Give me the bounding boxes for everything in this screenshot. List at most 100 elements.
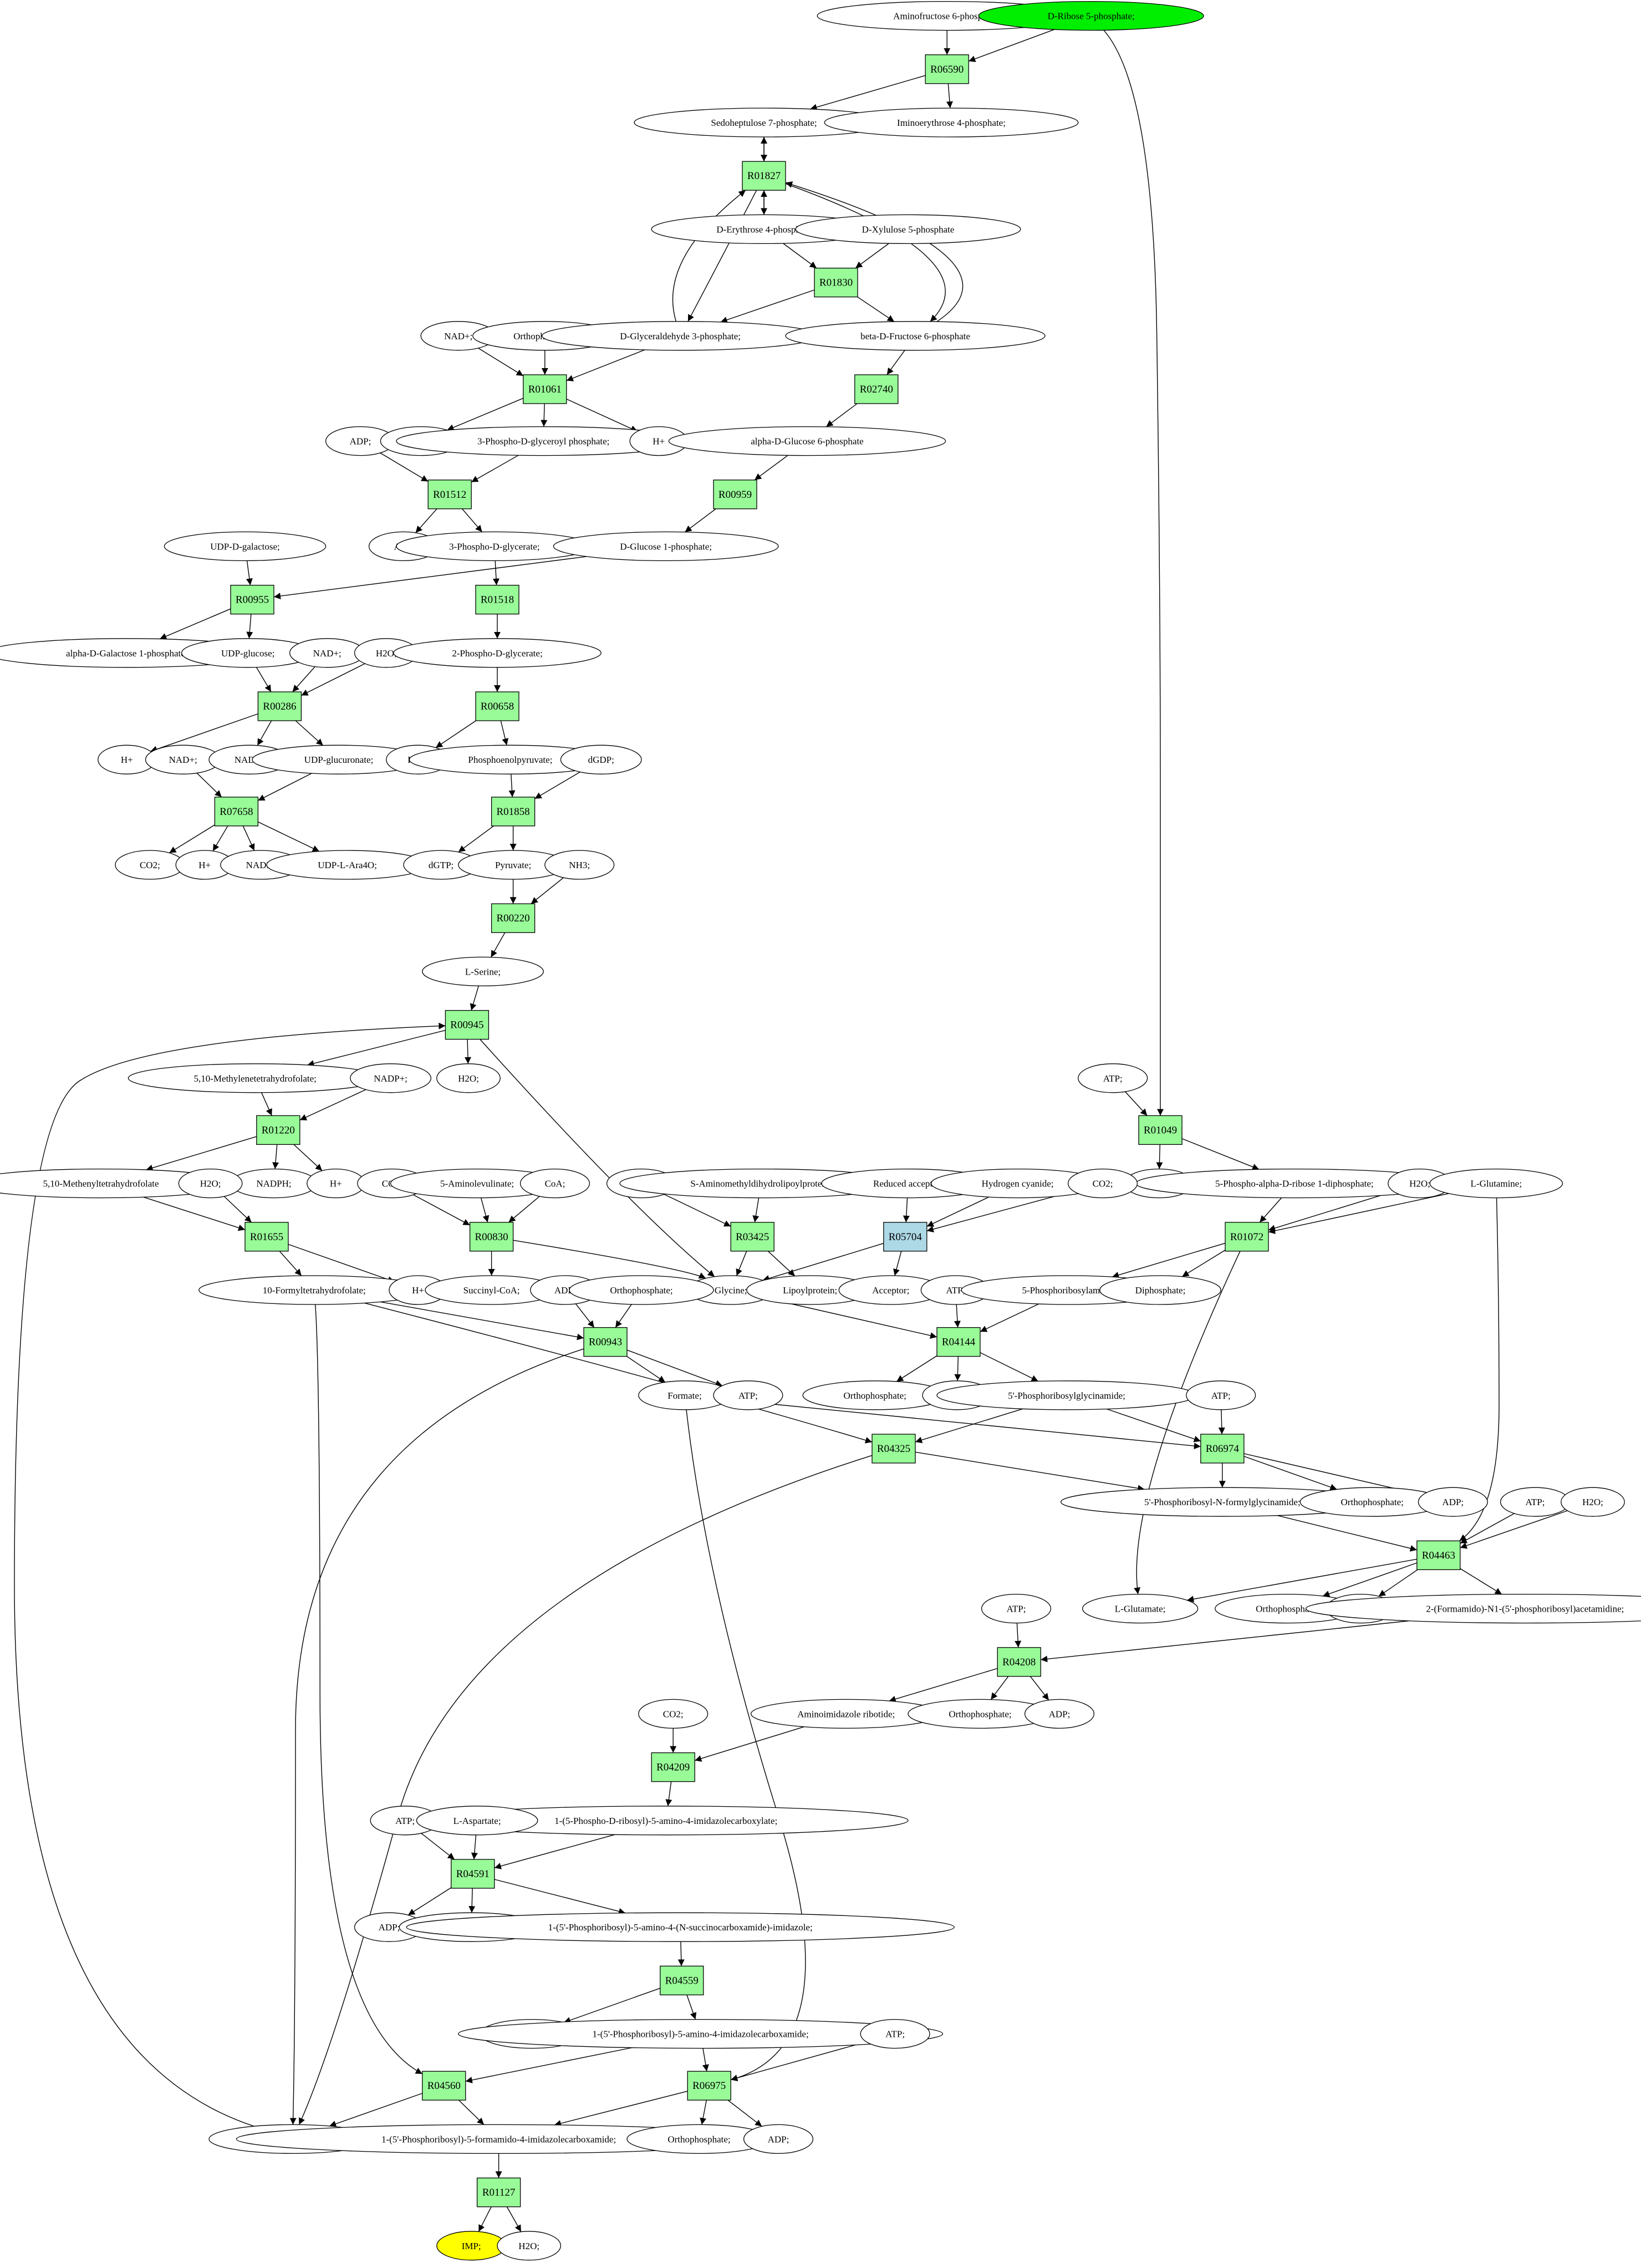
metabolite-node[interactable]: NADP+; — [350, 1063, 432, 1093]
reaction-node-r02740[interactable]: R02740 — [854, 374, 899, 404]
metabolite-node[interactable]: Diphosphate; — [1099, 1275, 1221, 1305]
metabolite-node[interactable]: ATP; — [1078, 1063, 1148, 1093]
metabolite-node[interactable]: ADP; — [1024, 1699, 1095, 1729]
reaction-node-r04591[interactable]: R04591 — [451, 1859, 495, 1889]
reaction-node-r01072[interactable]: R01072 — [1225, 1222, 1269, 1252]
reaction-node-r00658[interactable]: R00658 — [475, 691, 519, 721]
metabolite-node[interactable]: ATP; — [1186, 1380, 1256, 1410]
reaction-node-r04209[interactable]: R04209 — [651, 1752, 695, 1782]
metabolite-node[interactable]: UDP-glucose; — [181, 638, 315, 668]
metabolite-node[interactable]: L-Serine; — [422, 956, 544, 987]
metabolite-node[interactable]: beta-D-Fructose 6-phosphate — [785, 321, 1046, 351]
metabolite-node[interactable]: CO2; — [115, 850, 185, 880]
reaction-node-r00286[interactable]: R00286 — [257, 691, 302, 721]
metabolite-node[interactable]: H2O; — [436, 1063, 501, 1093]
metabolite-node[interactable]: NADPH; — [230, 1168, 318, 1199]
metabolite-node[interactable]: L-Aspartate; — [416, 1806, 538, 1836]
metabolite-node[interactable]: Orthophosphate; — [1299, 1487, 1445, 1517]
metabolite-node[interactable]: NAD+; — [145, 745, 221, 774]
metabolite-node[interactable]: 5'-Phosphoribosyl-N-formylglycinamide; — [1060, 1487, 1384, 1517]
reaction-node-r07658[interactable]: R07658 — [214, 797, 259, 827]
metabolite-node[interactable]: Orthophosphate; — [569, 1275, 714, 1305]
reaction-node-r00943[interactable]: R00943 — [583, 1327, 628, 1357]
metabolite-node[interactable]: CO2; — [638, 1699, 709, 1729]
reaction-node-r01655[interactable]: R01655 — [244, 1222, 289, 1252]
reaction-node-r01220[interactable]: R01220 — [256, 1115, 300, 1145]
metabolite-node[interactable]: L-Glutamate; — [1082, 1593, 1199, 1624]
metabolite-node[interactable]: CO2; — [1067, 1168, 1138, 1199]
metabolite-node[interactable]: Orthophosphate; — [802, 1380, 947, 1410]
metabolite-node[interactable]: Hydrogen cyanide; — [930, 1168, 1105, 1199]
reaction-node-r01518[interactable]: R01518 — [475, 584, 519, 615]
metabolite-node[interactable]: Acceptor; — [838, 1275, 944, 1305]
reaction-node-r01827[interactable]: R01827 — [742, 161, 786, 191]
metabolite-node[interactable]: Lipoylprotein; — [746, 1275, 874, 1305]
metabolite-node[interactable]: ADP; — [1418, 1487, 1488, 1517]
metabolite-node[interactable]: 5,10-Methylenetetrahydrofolate; — [128, 1063, 383, 1093]
metabolite-node[interactable]: alpha-D-Glucose 6-phosphate — [668, 426, 946, 456]
reaction-node-r04325[interactable]: R04325 — [872, 1434, 916, 1464]
reaction-node-r06590[interactable]: R06590 — [925, 54, 969, 84]
metabolite-node[interactable]: 1-(5'-Phosphoribosyl)-5-amino-4-imidazol… — [458, 2019, 944, 2049]
metabolite-node[interactable]: D-Xylulose 5-phosphate — [795, 214, 1021, 244]
reaction-node-r04559[interactable]: R04559 — [660, 1965, 704, 1996]
reaction-node-r00955[interactable]: R00955 — [230, 584, 274, 615]
metabolite-node[interactable]: H+ — [389, 1275, 447, 1305]
metabolite-node[interactable]: ATP; — [981, 1593, 1052, 1624]
metabolite-node[interactable]: IMP; — [436, 2231, 507, 2261]
metabolite-node[interactable]: 2-(Formamido)-N1-(5'-phosphoribosyl)acet… — [1306, 1593, 1641, 1624]
reaction-node-r01858[interactable]: R01858 — [491, 797, 536, 827]
metabolite-node[interactable]: H2O; — [178, 1168, 243, 1199]
metabolite-node[interactable]: Iminoerythrose 4-phosphate; — [824, 108, 1079, 137]
metabolite-node[interactable]: Orthophosphate; — [1215, 1593, 1360, 1624]
metabolite-node[interactable]: 1-(5'-Phosphoribosyl)-5-amino-4-(N-succi… — [406, 1912, 955, 1942]
reaction-node-r01830[interactable]: R01830 — [814, 267, 858, 298]
reaction-node-r00945[interactable]: R00945 — [445, 1010, 490, 1040]
reaction-node-r04463[interactable]: R04463 — [1416, 1540, 1461, 1571]
metabolite-node[interactable]: 5-Aminolevulinate; — [390, 1168, 564, 1199]
metabolite-node[interactable]: ADP; — [743, 2124, 814, 2154]
reaction-node-r00220[interactable]: R00220 — [491, 903, 536, 933]
metabolite-node[interactable]: D-Glucose 1-phosphate; — [553, 531, 779, 562]
metabolite-node[interactable]: D-Ribose 5-phosphate; — [978, 1, 1204, 31]
metabolite-node[interactable]: H2O; — [497, 2231, 562, 2261]
metabolite-node[interactable]: H2O; — [1561, 1487, 1625, 1517]
metabolite-node[interactable]: ATP; — [1500, 1487, 1571, 1517]
metabolite-node[interactable]: Aminoimidazole ribotide; — [750, 1699, 942, 1729]
metabolite-node[interactable]: UDP-glucuronate; — [252, 745, 426, 774]
metabolite-node[interactable]: ATP; — [920, 1275, 991, 1305]
reaction-node-r04144[interactable]: R04144 — [936, 1327, 981, 1357]
reaction-node-r01512[interactable]: R01512 — [427, 480, 472, 509]
metabolite-node[interactable]: ATP; — [713, 1380, 783, 1410]
metabolite-node[interactable]: D-Glyceraldehyde 3-phosphate; — [541, 321, 819, 351]
reaction-node-r03425[interactable]: R03425 — [730, 1222, 774, 1252]
metabolite-node[interactable]: 1-(5'-Phosphoribosyl)-5-formamido-4-imid… — [236, 2124, 762, 2154]
reaction-node-r01127[interactable]: R01127 — [476, 2177, 521, 2208]
reaction-node-r04208[interactable]: R04208 — [997, 1647, 1041, 1677]
metabolite-node[interactable]: UDP-L-Ara4O; — [266, 850, 429, 880]
metabolite-node[interactable]: H+ — [629, 426, 688, 456]
metabolite-node[interactable]: NH3; — [544, 850, 615, 880]
reaction-node-r05704[interactable]: R05704 — [883, 1222, 927, 1252]
reaction-node-r06975[interactable]: R06975 — [687, 2071, 731, 2101]
metabolite-node[interactable]: Succinyl-CoA; — [425, 1275, 558, 1305]
metabolite-node[interactable]: 5'-Phosphoribosylglycinamide; — [936, 1380, 1197, 1410]
metabolite-node[interactable]: 5-Phospho-alpha-D-ribose 1-diphosphate; — [1135, 1168, 1454, 1199]
reaction-node-r06974[interactable]: R06974 — [1200, 1434, 1245, 1464]
reaction-node-r00830[interactable]: R00830 — [469, 1222, 514, 1252]
metabolite-node[interactable]: 10-Formyltetrahydrofolate; — [198, 1275, 430, 1305]
metabolite-node[interactable]: dGDP; — [560, 745, 642, 774]
reaction-node-r04560[interactable]: R04560 — [422, 2071, 466, 2101]
reaction-node-r01061[interactable]: R01061 — [523, 374, 567, 404]
metabolite-node[interactable]: CoA; — [519, 1168, 590, 1199]
metabolite-node[interactable]: Orthophosphate; — [908, 1699, 1053, 1729]
metabolite-node[interactable]: ADP; — [354, 1912, 425, 1942]
metabolite-node[interactable]: ATP; — [860, 2019, 930, 2049]
metabolite-node[interactable]: 1-(5-Phospho-D-ribosyl)-5-amino-4-imidaz… — [423, 1806, 909, 1836]
reaction-node-r01049[interactable]: R01049 — [1138, 1115, 1183, 1145]
metabolite-node[interactable]: NAD+; — [289, 638, 365, 668]
reaction-node-r00959[interactable]: R00959 — [713, 480, 757, 509]
metabolite-node[interactable]: H+ — [307, 1168, 365, 1199]
metabolite-node[interactable]: Sedoheptulose 7-phosphate; — [634, 108, 894, 137]
metabolite-node[interactable]: Phosphoenolpyruvate; — [409, 745, 612, 774]
